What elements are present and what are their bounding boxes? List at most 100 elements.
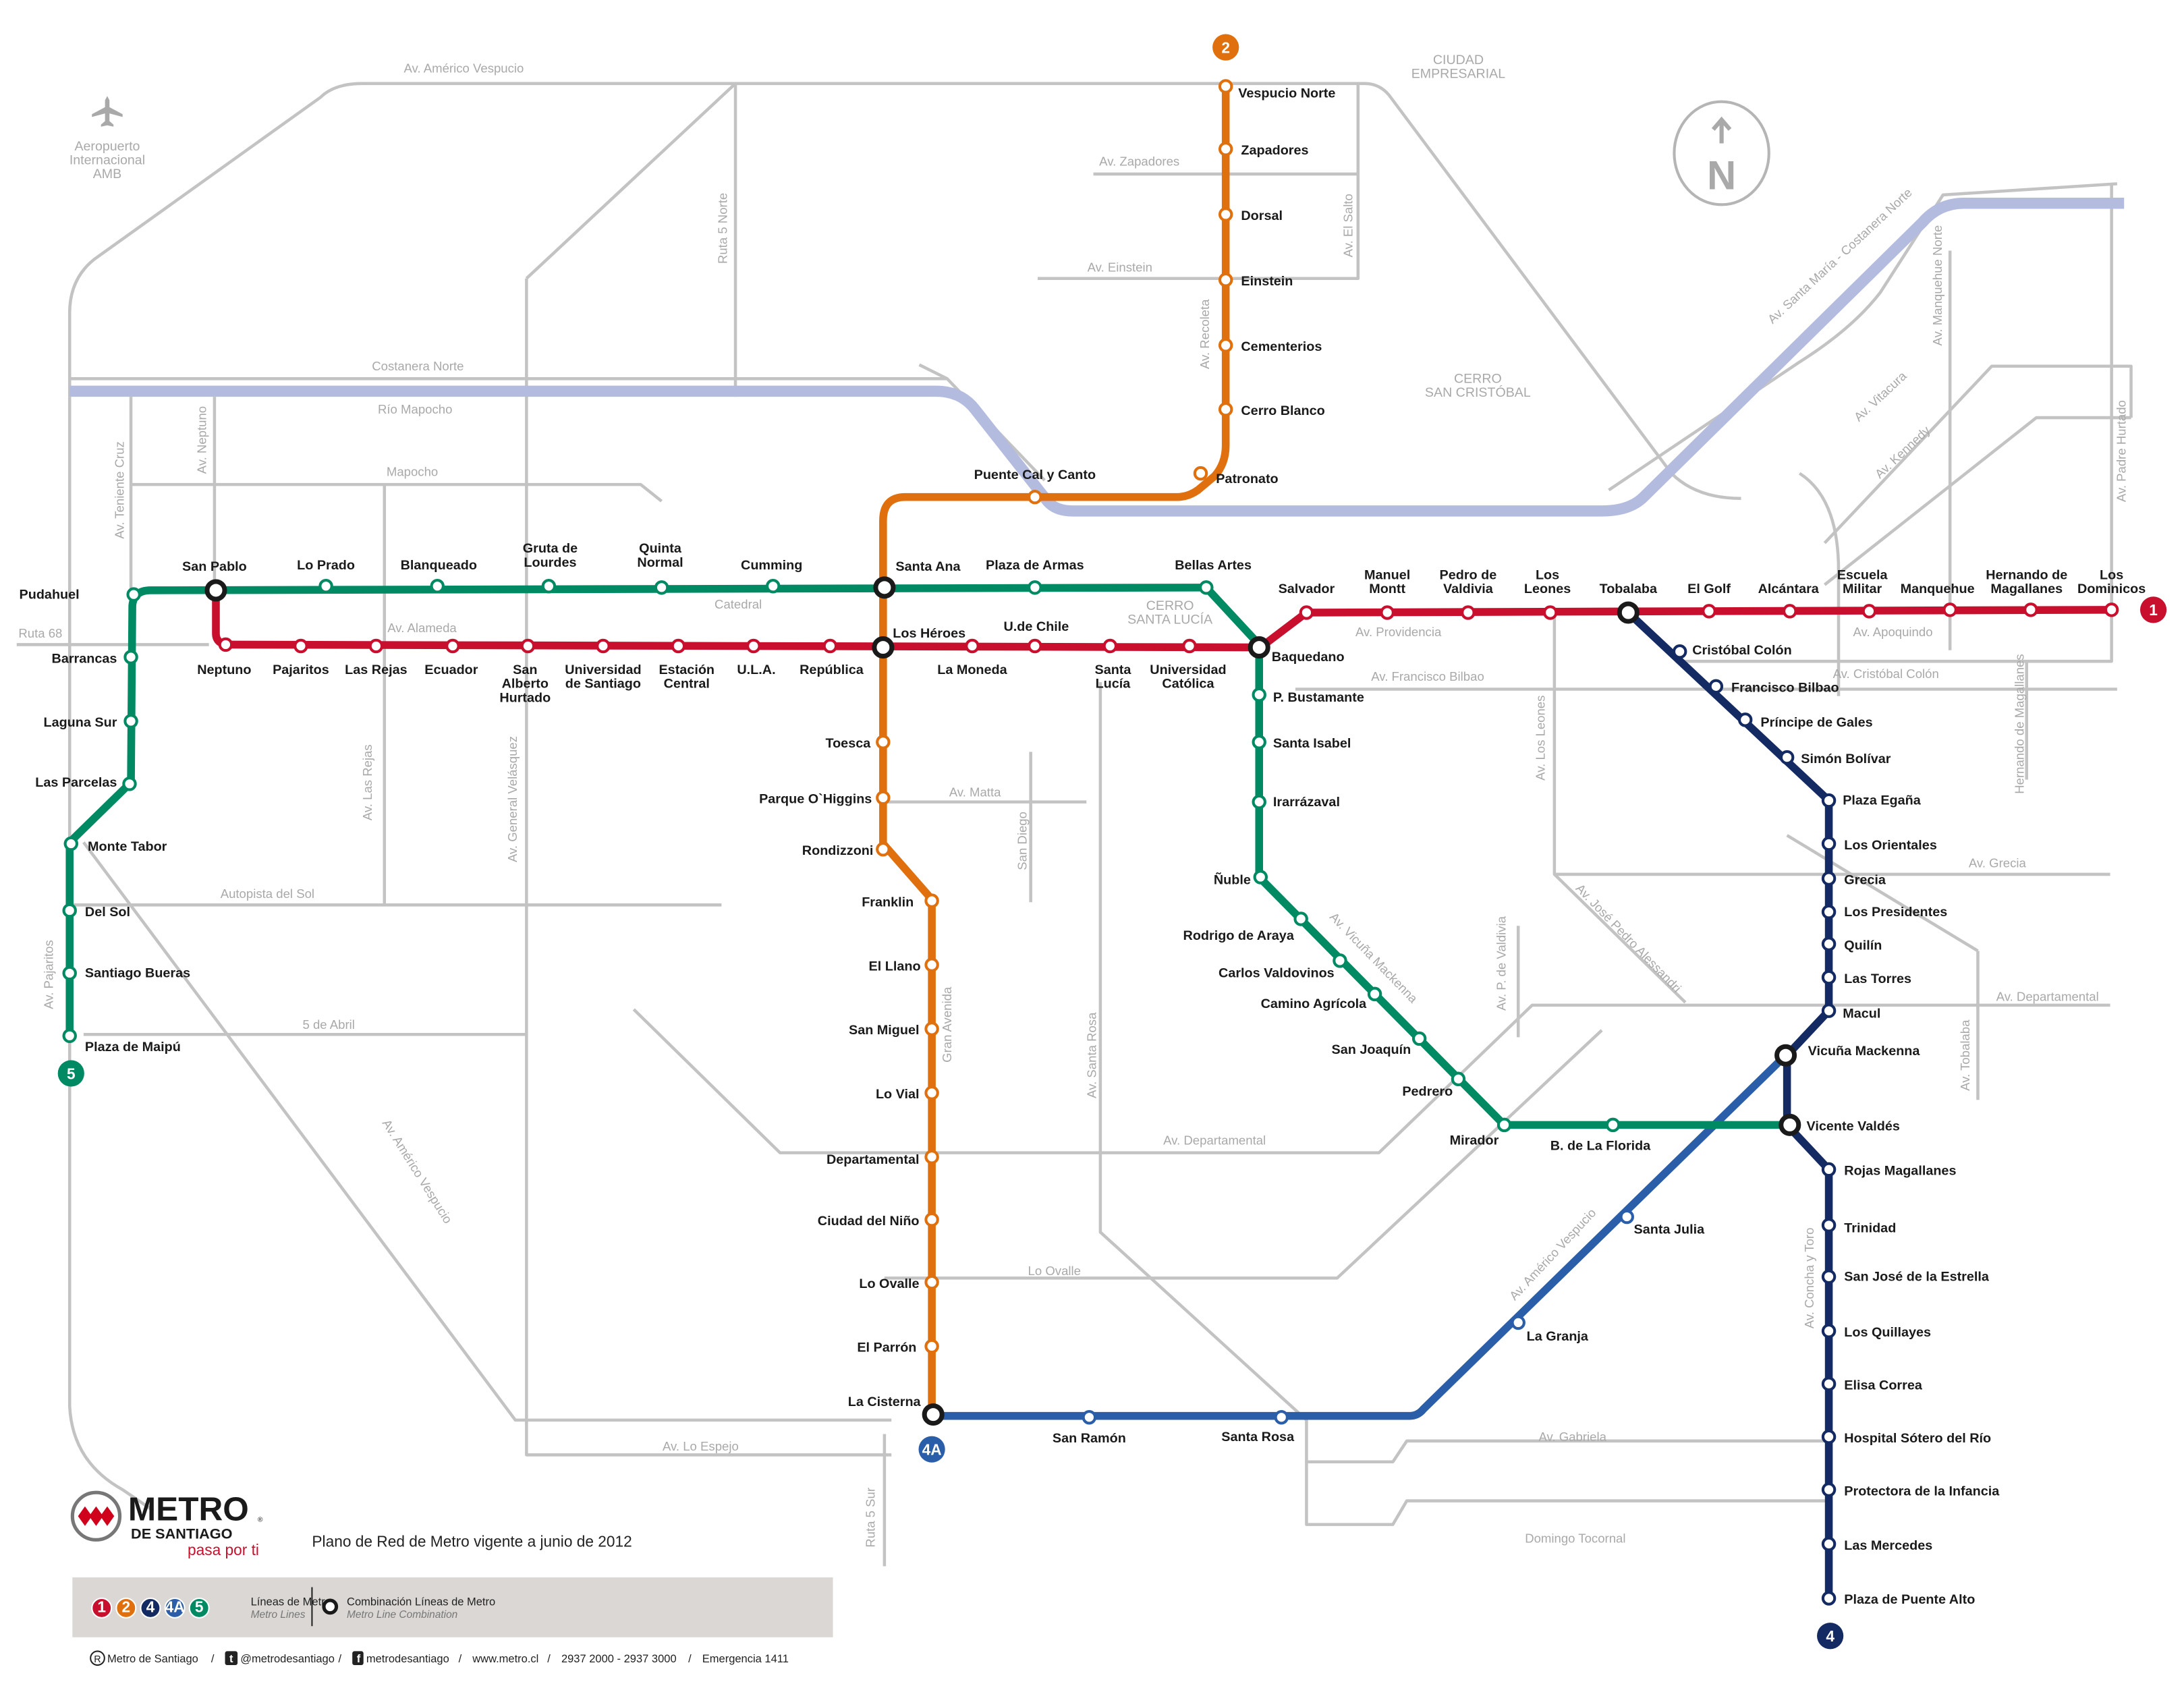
- station[interactable]: Cementerios: [1218, 338, 1322, 354]
- station-marker-icon[interactable]: [965, 638, 980, 654]
- station-marker-icon[interactable]: [1821, 1591, 1837, 1606]
- footer-item[interactable]: t@metrodesantiago/: [225, 1651, 342, 1666]
- station-marker-icon[interactable]: [1182, 638, 1197, 654]
- station[interactable]: Los Quillayes: [1821, 1324, 1931, 1340]
- combination-marker-icon[interactable]: [872, 636, 895, 659]
- station[interactable]: U.L.A.: [737, 638, 776, 677]
- station-marker-icon[interactable]: [1274, 1409, 1289, 1425]
- combination-station[interactable]: San Pablo: [182, 559, 247, 602]
- station[interactable]: Francisco Bilbao: [1708, 679, 1839, 696]
- station-marker-icon[interactable]: [1821, 970, 1837, 985]
- station[interactable]: Cerro Blanco: [1218, 401, 1325, 418]
- footer-item-label[interactable]: Emergencia 1411: [702, 1653, 789, 1665]
- station[interactable]: Trinidad: [1821, 1218, 1896, 1235]
- station[interactable]: Macul: [1821, 1003, 1880, 1021]
- station[interactable]: San Miguel: [849, 1021, 939, 1038]
- station-marker-icon[interactable]: [822, 638, 838, 654]
- station-marker-icon[interactable]: [1821, 1482, 1837, 1497]
- station[interactable]: Laguna Sur: [43, 714, 138, 730]
- station[interactable]: Las Torres: [1821, 970, 1911, 986]
- station-marker-icon[interactable]: [1821, 793, 1837, 808]
- station-marker-icon[interactable]: [62, 903, 77, 918]
- station[interactable]: Elisa Correa: [1821, 1376, 1923, 1393]
- combination-marker-icon[interactable]: [1248, 636, 1270, 659]
- station[interactable]: Santa Rosa: [1221, 1409, 1295, 1444]
- station-marker-icon[interactable]: [924, 893, 939, 908]
- station-marker-icon[interactable]: [293, 638, 308, 654]
- station-marker-icon[interactable]: [924, 1021, 939, 1036]
- station[interactable]: San Joaquín: [1332, 1031, 1427, 1057]
- station[interactable]: Manquehue: [1901, 582, 1975, 617]
- station-marker-icon[interactable]: [1218, 79, 1233, 94]
- station-marker-icon[interactable]: [1451, 1071, 1466, 1087]
- station[interactable]: Protectora de la Infancia: [1821, 1482, 2000, 1498]
- combination-marker-icon[interactable]: [1774, 1044, 1797, 1067]
- station[interactable]: El Golf: [1687, 582, 1731, 619]
- footer-item-label[interactable]: www.metro.cl: [472, 1653, 538, 1665]
- station[interactable]: La Moneda: [937, 638, 1008, 677]
- station[interactable]: Plaza Egaña: [1821, 793, 1922, 808]
- station[interactable]: Zapadores: [1218, 142, 1309, 158]
- station-marker-icon[interactable]: [1821, 936, 1837, 951]
- station[interactable]: Vespucio Norte: [1218, 79, 1335, 101]
- station-marker-icon[interactable]: [1737, 712, 1753, 727]
- station-marker-icon[interactable]: [876, 735, 891, 750]
- station-marker-icon[interactable]: [541, 579, 557, 594]
- station[interactable]: República: [800, 638, 864, 677]
- station-marker-icon[interactable]: [1821, 1536, 1837, 1552]
- station[interactable]: Carlos Valdovinos: [1219, 953, 1347, 981]
- station-marker-icon[interactable]: [1252, 735, 1266, 750]
- combination-marker-icon[interactable]: [1617, 601, 1640, 624]
- combination-station[interactable]: Baquedano: [1248, 636, 1345, 665]
- station-marker-icon[interactable]: [1193, 466, 1208, 481]
- station[interactable]: Barrancas: [52, 650, 138, 666]
- station-marker-icon[interactable]: [445, 638, 460, 654]
- station-marker-icon[interactable]: [1821, 1162, 1837, 1177]
- station-marker-icon[interactable]: [1821, 904, 1837, 920]
- station-marker-icon[interactable]: [1380, 605, 1395, 620]
- station-marker-icon[interactable]: [1028, 580, 1042, 595]
- station-marker-icon[interactable]: [924, 1150, 939, 1164]
- station-marker-icon[interactable]: [368, 638, 384, 654]
- station-marker-icon[interactable]: [1218, 401, 1233, 417]
- station[interactable]: Los Orientales: [1821, 836, 1937, 853]
- station[interactable]: Irarrázaval: [1252, 795, 1340, 810]
- station-marker-icon[interactable]: [1461, 605, 1476, 620]
- station[interactable]: Príncipe de Gales: [1737, 712, 1873, 730]
- footer-item-label[interactable]: @metrodesantiago: [240, 1653, 335, 1665]
- station-marker-icon[interactable]: [122, 777, 137, 791]
- station-marker-icon[interactable]: [430, 579, 445, 594]
- station[interactable]: Cristóbal Colón: [1672, 643, 1792, 659]
- station-marker-icon[interactable]: [62, 1028, 77, 1044]
- station-marker-icon[interactable]: [318, 579, 333, 594]
- station-marker-icon[interactable]: [924, 957, 939, 972]
- station[interactable]: Lo Vial: [876, 1086, 939, 1102]
- station[interactable]: Lo Ovalle: [859, 1274, 939, 1291]
- station[interactable]: Dorsal: [1218, 207, 1283, 223]
- combination-station[interactable]: La Cisterna: [848, 1395, 945, 1426]
- station[interactable]: San Ramón: [1053, 1409, 1126, 1446]
- station-marker-icon[interactable]: [2104, 602, 2119, 617]
- station[interactable]: Santiago Bueras: [62, 966, 191, 981]
- station[interactable]: Cumming: [741, 558, 802, 594]
- station-marker-icon[interactable]: [924, 1339, 939, 1354]
- station-marker-icon[interactable]: [876, 842, 891, 857]
- station-marker-icon[interactable]: [671, 638, 686, 654]
- station-marker-icon[interactable]: [1299, 605, 1314, 620]
- station-marker-icon[interactable]: [1218, 142, 1233, 157]
- station-marker-icon[interactable]: [1821, 1429, 1837, 1444]
- station[interactable]: Ecuador: [424, 638, 478, 677]
- station[interactable]: P. Bustamante: [1252, 687, 1364, 705]
- footer-item-label[interactable]: 2937 2000 - 2937 3000: [561, 1653, 677, 1665]
- station-marker-icon[interactable]: [746, 638, 761, 654]
- footer-item-label[interactable]: metrodesantiago: [366, 1653, 449, 1665]
- station[interactable]: Franklin: [862, 893, 939, 909]
